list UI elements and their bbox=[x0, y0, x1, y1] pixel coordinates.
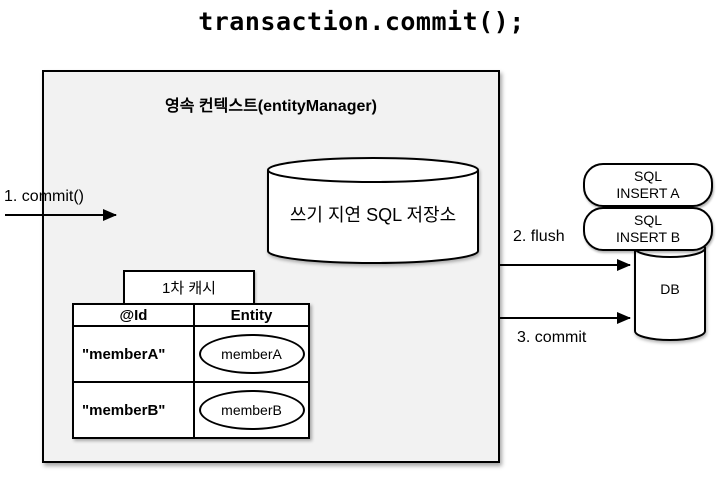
entity-ellipse: memberA bbox=[198, 334, 305, 374]
table-row: "memberA" memberA bbox=[74, 327, 308, 383]
sql-insert-a-box: SQL INSERT A bbox=[583, 163, 713, 207]
sql-insert-b-box: SQL INSERT B bbox=[583, 207, 713, 251]
entity-name: memberA bbox=[221, 346, 282, 362]
table-header-row: @Id Entity bbox=[74, 305, 308, 327]
entity-ellipse: memberB bbox=[198, 390, 305, 430]
table-row: "memberB" memberB bbox=[74, 383, 308, 437]
write-behind-store-cylinder bbox=[267, 157, 479, 264]
db-label: DB bbox=[660, 281, 680, 297]
write-behind-store-label: 쓰기 지연 SQL 저장소 bbox=[289, 205, 457, 225]
step3-commit-label: 3. commit bbox=[517, 329, 587, 346]
persistence-context-label: 영속 컨텍스트(entityManager) bbox=[165, 98, 377, 115]
step1-commit-label: 1. commit() bbox=[4, 188, 84, 205]
table-header-entity: Entity bbox=[230, 306, 273, 324]
entity-name: memberB bbox=[221, 402, 282, 418]
first-level-cache-label: 1차 캐시 bbox=[162, 280, 216, 297]
row-id-value: "memberB" bbox=[74, 383, 195, 437]
first-level-cache-tab: 1차 캐시 bbox=[123, 270, 255, 305]
code-title: transaction.commit(); bbox=[198, 7, 525, 36]
row-entity-cell: memberB bbox=[195, 383, 308, 437]
row-entity-cell: memberA bbox=[195, 327, 308, 381]
sql-b-line2: INSERT B bbox=[615, 229, 681, 245]
sql-b-line1: SQL bbox=[633, 211, 662, 228]
sql-a-line1: SQL bbox=[633, 167, 662, 184]
step2-flush-label: 2. flush bbox=[513, 228, 565, 245]
row-id-value: "memberA" bbox=[74, 327, 195, 381]
db-cylinder bbox=[634, 238, 706, 341]
sql-a-line2: INSERT A bbox=[616, 185, 680, 201]
first-level-cache-table: @Id Entity "memberA" memberA "memberB" m… bbox=[72, 303, 310, 439]
table-header-id: @Id bbox=[74, 305, 195, 325]
